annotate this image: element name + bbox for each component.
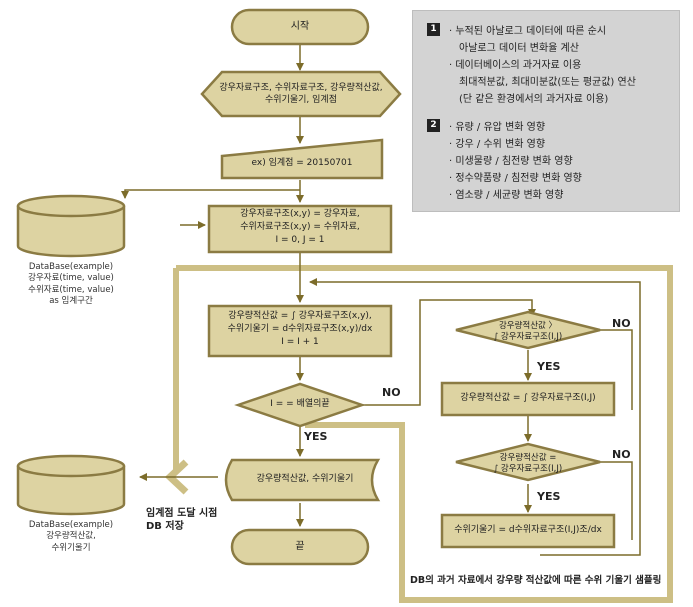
yes-label-main: YES: [304, 430, 328, 443]
init-label-line2: 수위자료구조(x,y) = 수위자료,: [240, 222, 360, 232]
no-label-dec3: NO: [612, 448, 631, 461]
store-shape: [224, 458, 381, 502]
legend-2-line-1: · 유량 / 유압 변화 영향: [449, 122, 546, 133]
dec3-no-line: [600, 461, 633, 540]
decision-dec2: [455, 310, 601, 350]
legend-1-line-5: (단 같은 환경에서의 과거자료 이용): [459, 94, 609, 105]
db2-line-3: 수위기울기: [51, 542, 91, 553]
dec2-no-line: [600, 329, 633, 410]
legend-2-line-5: · 염소량 / 세균량 변화 영향: [449, 190, 564, 201]
end-label: 끝: [295, 541, 305, 552]
step1-label-line1: 강우자료구조, 수위자료구조, 강우량적산값,: [219, 83, 383, 93]
dec3-label-line2: ∫ 강우자료구조(I,J): [493, 464, 563, 474]
decision-dec3: [455, 442, 601, 482]
db2-line-1: DataBase(example): [28, 520, 114, 530]
decision-end-array: [234, 382, 366, 428]
assign2-label: 강우량적산값 = ∫ 강우자료구조(I,J): [460, 393, 596, 403]
inner-loop-back: [309, 278, 641, 556]
legend-2-line-4: · 정수약품량 / 침전량 변화 영향: [449, 173, 582, 184]
start-label: 시작: [290, 21, 310, 32]
init-label-line1: 강우자료구조(x,y) = 강우자료,: [240, 209, 360, 219]
assign3-label: 수위기울기 = d수위자료구조(I,J)조/dx: [454, 525, 602, 535]
legend-1-line-2: 아날로그 데이터 변화율 계산: [459, 43, 579, 54]
input-label: ex) 임계점 = 20150701: [251, 158, 353, 168]
store-note-line2: DB 저장: [146, 521, 184, 532]
assign3-process: [440, 513, 616, 549]
db1-line-3: 수위자료(time, value): [28, 284, 114, 295]
db1-line-1: DataBase(example): [28, 262, 114, 272]
dec2-label-line1: 강우량적산값 〉: [498, 321, 558, 331]
store-label: 강우량적산값, 수위기울기: [256, 474, 354, 484]
assign2-process: [440, 381, 616, 417]
legend-badge-2: 2: [427, 119, 440, 132]
decision-no-line: [362, 299, 536, 406]
dec3-label-line1: 강우량적산값 =: [499, 453, 557, 463]
calc-label-line2: 수위기울기 = d수위자료구조(x,y)/dx: [227, 324, 373, 334]
yes-label-dec3: YES: [537, 490, 561, 503]
start-terminal: [230, 8, 370, 46]
no-label-dec2: NO: [612, 317, 631, 330]
outer-loop-frame: [176, 265, 673, 603]
legend-1-line-4: 최대적분값, 최대미분값(또는 평균값) 연산: [459, 77, 636, 88]
loop-caption: DB의 과거 자료에서 강우량 적산값에 따른 수위 기울기 샘플링: [410, 575, 662, 586]
step1-hexagon: [200, 70, 402, 118]
calc-label-line3: I = I + 1: [281, 337, 319, 347]
step1-label-line2: 수위기울기, 임계점: [265, 95, 337, 105]
database-1: [16, 194, 126, 258]
end-terminal: [230, 528, 370, 566]
legend-1-line-3: · 데이터베이스의 과거자료 이용: [449, 60, 582, 71]
legend-box: 1 · 누적된 아날로그 데이터에 따른 순시 아날로그 데이터 변화율 계산 …: [412, 10, 680, 212]
no-label-main: NO: [382, 386, 401, 399]
db1-line-2: 강우자료(time, value): [28, 273, 114, 284]
legend-2-line-3: · 미생물량 / 침전량 변화 영향: [449, 156, 573, 167]
calc-process: [207, 304, 393, 358]
db1-caption: DataBase(example) 강우자료(time, value) 수위자료…: [0, 262, 142, 308]
legend-2-line-2: · 강우 / 수위 변화 영향: [449, 139, 546, 150]
yes-label-dec2: YES: [537, 360, 561, 373]
init-label-line3: I = 0, J = 1: [275, 235, 325, 245]
dec2-label-line2: ∫ 강우자료구조(I,J): [493, 332, 563, 342]
db2-caption: DataBase(example) 강우량적산값, 수위기울기: [0, 520, 142, 554]
store-note-line1: 임계점 도달 시점: [146, 508, 218, 519]
input-shape: [220, 138, 384, 180]
database-2: [16, 454, 126, 516]
init-process: [207, 204, 393, 254]
legend-1-line-1: · 누적된 아날로그 데이터에 따른 순시: [449, 26, 607, 37]
arrow-input-db1: [121, 189, 300, 199]
db1-line-4: as 임계구간: [49, 296, 93, 307]
legend-badge-1: 1: [427, 23, 440, 36]
decision-end-label: I = = 배열의끝: [270, 399, 330, 409]
calc-label-line1: 강우량적산값 = ∫ 강우자료구조(x,y),: [228, 311, 372, 321]
db2-line-2: 강우량적산값,: [46, 531, 96, 542]
